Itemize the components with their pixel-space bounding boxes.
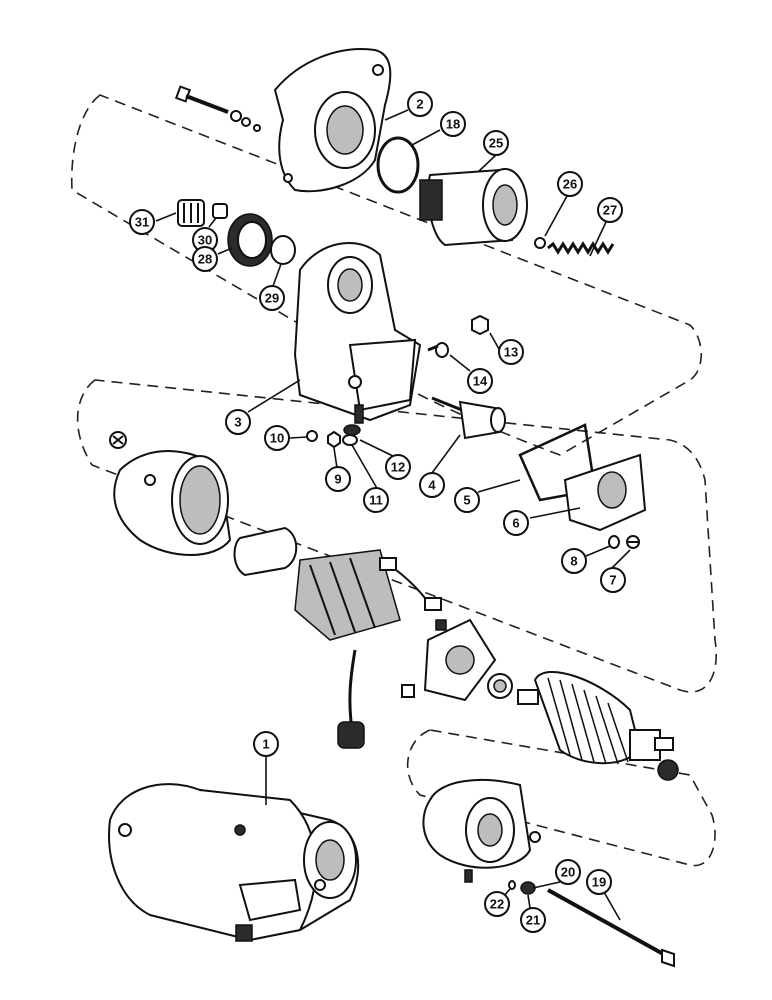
field-frame-yoke: [113, 450, 232, 556]
pinion-clutch-assembly: [419, 168, 528, 247]
group-outline-lower: [406, 729, 716, 867]
solenoid-housing: [293, 242, 422, 424]
field-coil: [294, 549, 442, 749]
callout-3: 3: [225, 409, 251, 435]
callout-31: 31: [129, 209, 155, 235]
svg-text:8: 8: [570, 554, 577, 569]
callout-26: 26: [557, 171, 583, 197]
svg-text:5: 5: [463, 493, 470, 508]
solenoid-cover: [563, 453, 647, 532]
end-frame: [422, 779, 532, 883]
leader-lines: [155, 109, 631, 921]
callout-22: 22: [484, 891, 510, 917]
callout-6: 6: [503, 510, 529, 536]
cover-screw: [626, 535, 640, 549]
roller-retainer: [177, 199, 205, 227]
washer: [270, 235, 296, 265]
roller: [212, 203, 228, 219]
idler-gear: [227, 213, 273, 267]
callout-5: 5: [454, 487, 480, 513]
svg-text:7: 7: [609, 573, 616, 588]
washer-22: [508, 880, 516, 890]
callout-30: 30: [192, 227, 218, 253]
svg-text:11: 11: [369, 493, 383, 508]
svg-text:14: 14: [473, 374, 488, 389]
through-bolt-lower: [547, 888, 675, 968]
callout-4: 4: [419, 472, 445, 498]
callout-25: 25: [483, 130, 509, 156]
callout-18: 18: [440, 111, 466, 137]
callout-7: 7: [600, 567, 626, 593]
armature-bearing-rear: [657, 759, 679, 781]
washer-terminal: [306, 430, 318, 442]
drive-housing: [273, 48, 392, 193]
svg-text:19: 19: [592, 875, 606, 890]
svg-text:29: 29: [265, 291, 279, 306]
terminal-nut: [327, 430, 341, 449]
svg-text:18: 18: [446, 117, 460, 132]
group-outline-middle: [76, 379, 717, 693]
callout-13: 13: [498, 339, 524, 365]
callout-27: 27: [597, 197, 623, 223]
washer-20: [520, 881, 536, 895]
field-screw: [109, 431, 127, 449]
callout-10: 10: [264, 425, 290, 451]
return-spring: [547, 241, 615, 255]
callout-28: 28: [192, 246, 218, 272]
nut-small: [471, 314, 489, 336]
svg-text:22: 22: [490, 897, 504, 912]
svg-text:21: 21: [526, 913, 540, 928]
svg-text:27: 27: [603, 203, 617, 218]
callout-8: 8: [561, 548, 587, 574]
svg-text:30: 30: [198, 233, 212, 248]
pole-shoe: [233, 526, 298, 577]
svg-text:28: 28: [198, 252, 212, 267]
through-bolt-upper: [174, 85, 261, 132]
svg-text:9: 9: [334, 472, 341, 487]
washer-cover: [608, 535, 620, 549]
svg-text:13: 13: [504, 345, 518, 360]
callout-21: 21: [520, 907, 546, 933]
callout-29: 29: [259, 285, 285, 311]
steel-ball: [534, 237, 546, 249]
svg-text:2: 2: [416, 97, 423, 112]
callout-1: 1: [253, 731, 279, 757]
terminal-washer: [343, 424, 361, 436]
small-washer-lower: [529, 831, 541, 843]
svg-text:3: 3: [234, 415, 241, 430]
svg-text:20: 20: [561, 865, 575, 880]
svg-text:10: 10: [270, 431, 284, 446]
callout-11: 11: [363, 487, 389, 513]
armature: [517, 671, 674, 765]
insulator: [342, 434, 358, 446]
svg-text:31: 31: [135, 215, 149, 230]
svg-text:12: 12: [391, 460, 405, 475]
svg-text:1: 1: [262, 737, 269, 752]
callout-12: 12: [385, 454, 411, 480]
callout-20: 20: [555, 859, 581, 885]
svg-text:26: 26: [563, 177, 577, 192]
callout-9: 9: [325, 466, 351, 492]
solenoid-plunger: [431, 396, 506, 440]
callout-2: 2: [407, 91, 433, 117]
svg-text:4: 4: [428, 478, 436, 493]
svg-text:25: 25: [489, 136, 503, 151]
callout-19: 19: [586, 869, 612, 895]
brush-holder: [401, 618, 497, 702]
lock-washer: [435, 342, 449, 358]
svg-text:6: 6: [512, 516, 519, 531]
callout-14: 14: [467, 368, 493, 394]
starter-motor-assembly: [108, 783, 360, 942]
o-ring: [376, 136, 420, 194]
